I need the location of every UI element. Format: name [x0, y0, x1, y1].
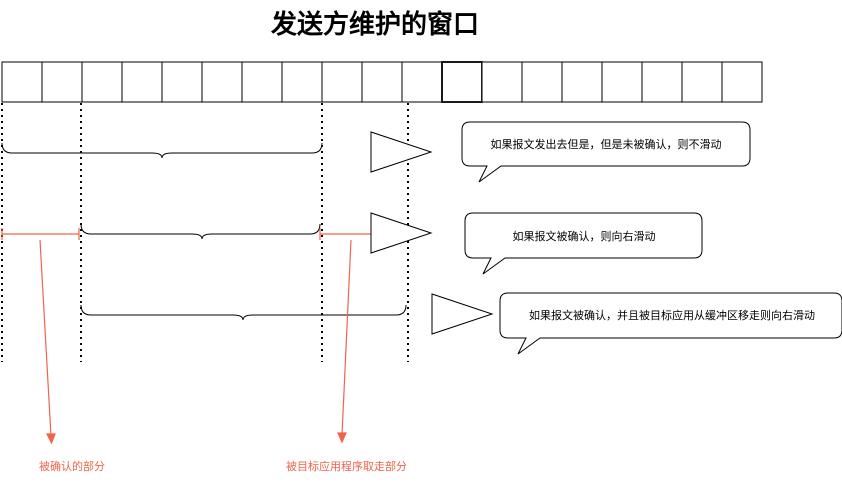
label-arrows [39, 239, 352, 445]
buffer-cell [441, 61, 483, 103]
buffer-cell [561, 61, 603, 103]
buffer-cell [201, 61, 243, 103]
page-title: 发送方维护的窗口 [270, 10, 479, 40]
callout-bubble-acked-taken [499, 292, 842, 355]
slide-triangle-1 [370, 131, 433, 173]
send-buffer [1, 61, 763, 103]
buffer-cell [641, 61, 683, 103]
buffer-cell [241, 61, 283, 103]
slide-triangle-3 [431, 293, 494, 335]
slide-triangle-2 [370, 212, 433, 254]
callout-acked-text: 如果报文被确认，则向右滑动 [513, 229, 656, 243]
buffer-cell [361, 61, 403, 103]
buffer-cell [121, 61, 163, 103]
buffer-cell [401, 61, 443, 103]
taken-arrow-head [337, 432, 347, 444]
confirmed-arrow-line [39, 239, 52, 437]
buffer-cell [321, 61, 363, 103]
confirmed-part-label: 被确认的部分 [39, 459, 105, 473]
callout-bubble-not-acked [461, 121, 751, 183]
buffer-cell [41, 61, 83, 103]
taken-part-label: 被目标应用程序取走部分 [286, 459, 407, 473]
callout-not-acked-text: 如果报文发出去但是，但是未被确认，则不滑动 [491, 137, 722, 151]
buffer-cell [81, 61, 123, 103]
window-brace-1 [1, 142, 323, 159]
window-brace-3 [80, 304, 407, 321]
buffer-cell [281, 61, 323, 103]
callout-acked-taken-text: 如果报文被确认，并且被目标应用从缓冲区移走则向右滑动 [529, 308, 815, 322]
taken-arrow-line [341, 239, 352, 436]
buffer-cell [521, 61, 563, 103]
window-brace-2 [80, 223, 321, 240]
buffer-cell [481, 61, 523, 103]
acked-segments [1, 228, 411, 240]
buffer-cell [161, 61, 203, 103]
callout-bubble-acked [464, 212, 703, 275]
buffer-cell [601, 61, 643, 103]
buffer-cell [681, 61, 723, 103]
buffer-cell [1, 61, 43, 103]
buffer-cell [721, 61, 763, 103]
confirmed-arrow-head [46, 433, 56, 445]
